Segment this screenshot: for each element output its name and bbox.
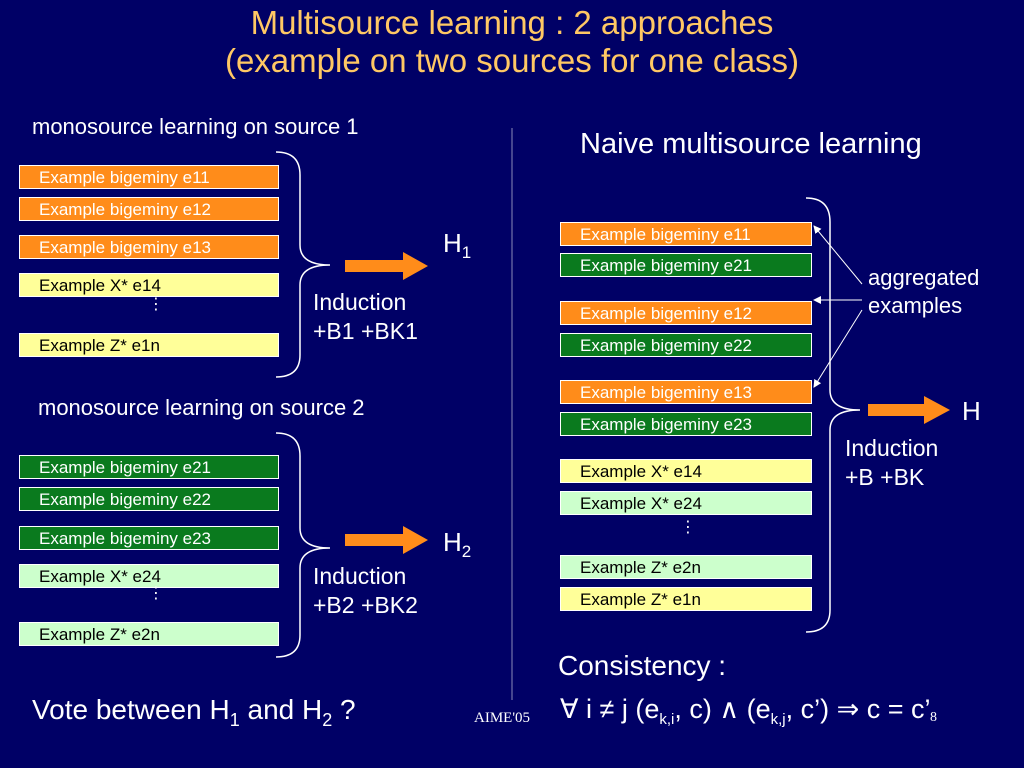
slide-title: Multisource learning : 2 approaches (exa… xyxy=(0,4,1024,80)
source1-induction: Induction +B1 +BK1 xyxy=(313,288,418,346)
aggregated-line2: examples xyxy=(868,293,963,318)
naive-example-box: Example X* e14 xyxy=(560,459,812,483)
source1-example-box: Example bigeminy e12 xyxy=(19,197,279,221)
source1-hypothesis-sub: 1 xyxy=(461,243,472,262)
aggregated-pointer-1 xyxy=(813,225,863,285)
source1-induction-line1: Induction xyxy=(313,289,407,315)
source2-hypothesis-sub: 2 xyxy=(461,542,472,561)
forall-symbol: ∀ xyxy=(560,694,579,724)
source2-example-box: Example X* e24 xyxy=(19,564,279,588)
vote-suffix: ? xyxy=(332,694,356,725)
formula-j: j (e xyxy=(614,694,660,724)
source1-example-box: Example bigeminy e11 xyxy=(19,165,279,189)
source2-hypothesis: H2 xyxy=(443,527,472,561)
naive-example-box: Example bigeminy e13 xyxy=(560,380,812,404)
formula-c2: , c’) xyxy=(785,694,837,724)
source1-brace xyxy=(275,151,331,378)
vote-question: Vote between H1 and H2 ? xyxy=(32,694,356,730)
naive-example-box: Example Z* e2n xyxy=(560,555,812,579)
source1-example-box: Example bigeminy e13 xyxy=(19,235,279,259)
source2-induction-line2: +B2 +BK2 xyxy=(313,592,418,618)
title-line-1: Multisource learning : 2 approaches xyxy=(250,4,774,41)
implies-symbol: ⇒ xyxy=(836,694,860,724)
page-number: 8 xyxy=(930,710,937,725)
formula-open2: (e xyxy=(739,694,771,724)
conference-label: AIME'05 xyxy=(474,710,531,726)
vote-sub1: 1 xyxy=(229,710,240,730)
naive-example-box: Example bigeminy e12 xyxy=(560,301,812,325)
naive-arrow xyxy=(868,396,950,424)
naive-example-box: Example bigeminy e23 xyxy=(560,412,812,436)
naive-example-box: Example X* e24 xyxy=(560,491,812,515)
naive-induction-line2: +B +BK xyxy=(845,464,925,490)
aggregated-line1: aggregated xyxy=(868,265,980,290)
consistency-formula: ∀ i ≠ j (ek,i, c) ∧ (ek,j, c’) ⇒ c = c’ xyxy=(560,694,931,728)
naive-example-box: Example bigeminy e11 xyxy=(560,222,812,246)
aggregated-pointer-3 xyxy=(813,309,863,388)
formula-i: i xyxy=(578,694,600,724)
source2-brace xyxy=(275,432,331,658)
source2-heading: monosource learning on source 2 xyxy=(38,395,365,420)
vote-middle: and H xyxy=(239,694,323,725)
source1-heading: monosource learning on source 1 xyxy=(32,114,359,139)
formula-c1: , c) xyxy=(674,694,720,724)
naive-heading: Naive multisource learning xyxy=(580,128,922,160)
naive-induction-line1: Induction xyxy=(845,435,939,461)
source1-example-box: Example X* e14 xyxy=(19,273,279,297)
naive-brace xyxy=(805,197,861,633)
formula-result: c = c’ xyxy=(859,694,931,724)
naive-example-box: Example bigeminy e21 xyxy=(560,253,812,277)
vote-sub2: 2 xyxy=(322,710,333,730)
source2-induction-line1: Induction xyxy=(313,563,407,589)
naive-example-box: Example bigeminy e22 xyxy=(560,333,812,357)
source2-example-box: Example bigeminy e23 xyxy=(19,526,279,550)
naive-hypothesis: H xyxy=(962,396,981,426)
formula-sub-ki: k,i xyxy=(659,711,675,728)
source2-induction: Induction +B2 +BK2 xyxy=(313,562,418,620)
source2-example-box: Example bigeminy e22 xyxy=(19,487,279,511)
and-symbol: ∧ xyxy=(719,694,740,724)
neq-symbol: ≠ xyxy=(599,694,615,724)
source1-example-box: Example Z* e1n xyxy=(19,333,279,357)
consistency-heading: Consistency : xyxy=(558,650,727,681)
naive-example-box: Example Z* e1n xyxy=(560,587,812,611)
source2-arrow xyxy=(345,526,428,554)
source2-example-box: Example bigeminy e21 xyxy=(19,455,279,479)
source1-hypothesis: H1 xyxy=(443,228,472,262)
formula-sub-kj: k,j xyxy=(770,711,786,728)
title-line-2: (example on two sources for one class) xyxy=(224,42,800,79)
source1-arrow xyxy=(345,252,428,280)
source2-example-box: Example Z* e2n xyxy=(19,622,279,646)
vote-prefix: Vote between H xyxy=(32,694,230,725)
aggregated-label: aggregated examples xyxy=(868,264,979,320)
source2-hypothesis-letter: H xyxy=(443,527,462,557)
naive-induction: Induction +B +BK xyxy=(845,434,938,492)
source1-induction-line2: +B1 +BK1 xyxy=(313,318,418,344)
source1-hypothesis-letter: H xyxy=(443,228,462,258)
